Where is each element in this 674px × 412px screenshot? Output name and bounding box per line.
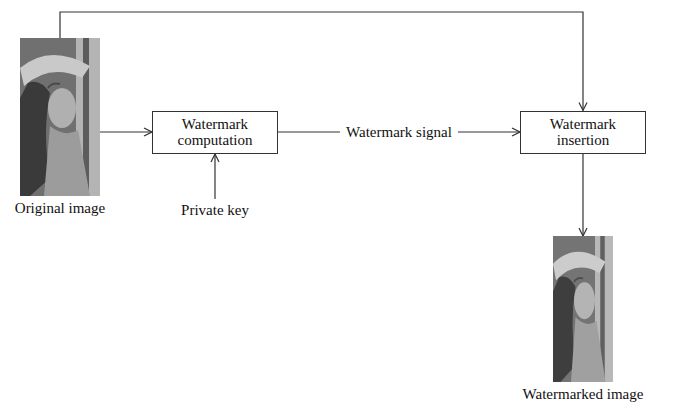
process-box: Watermark computation [152, 111, 278, 154]
image-node: Original image [10, 38, 110, 217]
image-caption: Watermarked image [518, 386, 648, 403]
edge-label: Watermark signal [340, 123, 458, 141]
key-arrow [214, 154, 215, 199]
photo [20, 38, 100, 196]
arrow-connector [100, 131, 152, 132]
box-text: Watermark insertion [527, 116, 639, 149]
arrow-connector [60, 12, 583, 111]
input-label: Private key [175, 201, 255, 219]
photo [553, 236, 613, 382]
image-node: Watermarked image [518, 236, 648, 403]
process-box: Watermark insertion [520, 111, 646, 154]
image-caption: Original image [10, 200, 110, 217]
arrow-connector [582, 154, 583, 237]
box-text: Watermark computation [159, 116, 271, 149]
